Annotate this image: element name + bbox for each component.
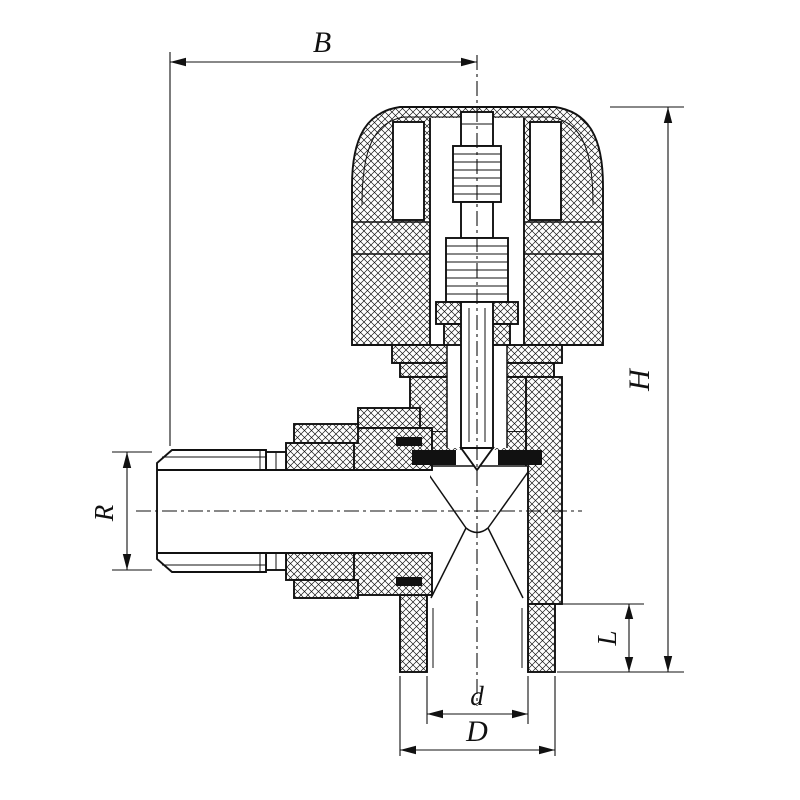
union-gasket-top (396, 437, 422, 446)
body-boss (357, 407, 421, 429)
outlet-right-wall (527, 603, 556, 673)
handwheel-left-slot (392, 121, 425, 221)
dim-label-L: L (592, 630, 622, 646)
arrowhead (170, 57, 186, 67)
dimension-d: d (426, 676, 529, 724)
union-collar-top (293, 423, 359, 444)
dimension-D: D (399, 676, 556, 756)
arrowhead (122, 452, 132, 468)
arrowhead (512, 709, 528, 719)
arrowhead (461, 57, 477, 67)
body-right-wall (525, 376, 563, 605)
valve-body (399, 376, 563, 673)
arrowhead (663, 107, 673, 123)
seat-seal-right (498, 450, 542, 465)
outlet-left-wall (399, 594, 428, 673)
arrowhead (624, 657, 634, 672)
arrowhead (427, 709, 443, 719)
seat-seal-left (412, 450, 456, 465)
seat-funnel-left (426, 471, 467, 529)
arrowhead (400, 745, 416, 755)
dim-label-D: D (465, 715, 488, 748)
dimension-R: R (89, 451, 152, 571)
dim-label-d: d (470, 681, 484, 711)
arrowhead (122, 554, 132, 570)
center-lines (136, 55, 582, 706)
dim-label-B: B (313, 26, 331, 59)
union-collar-bottom (293, 579, 359, 599)
union-gasket-bottom (396, 577, 422, 586)
funnel-flare-left (430, 527, 467, 599)
arrowhead (539, 745, 555, 755)
arrowhead (624, 604, 634, 619)
branch-lower-wall (351, 552, 433, 596)
dimension-H: H (557, 106, 684, 673)
dimension-B: B (169, 26, 477, 446)
funnel-flare-right (487, 527, 524, 599)
seals (396, 437, 542, 586)
dim-label-R: R (89, 504, 119, 522)
dimension-L: L (557, 603, 644, 672)
dim-label-H: H (623, 367, 656, 392)
handwheel-right-slot (529, 121, 562, 221)
inlet-connection (156, 407, 433, 599)
seat-funnel-right (487, 471, 529, 529)
arrowhead (663, 656, 673, 672)
